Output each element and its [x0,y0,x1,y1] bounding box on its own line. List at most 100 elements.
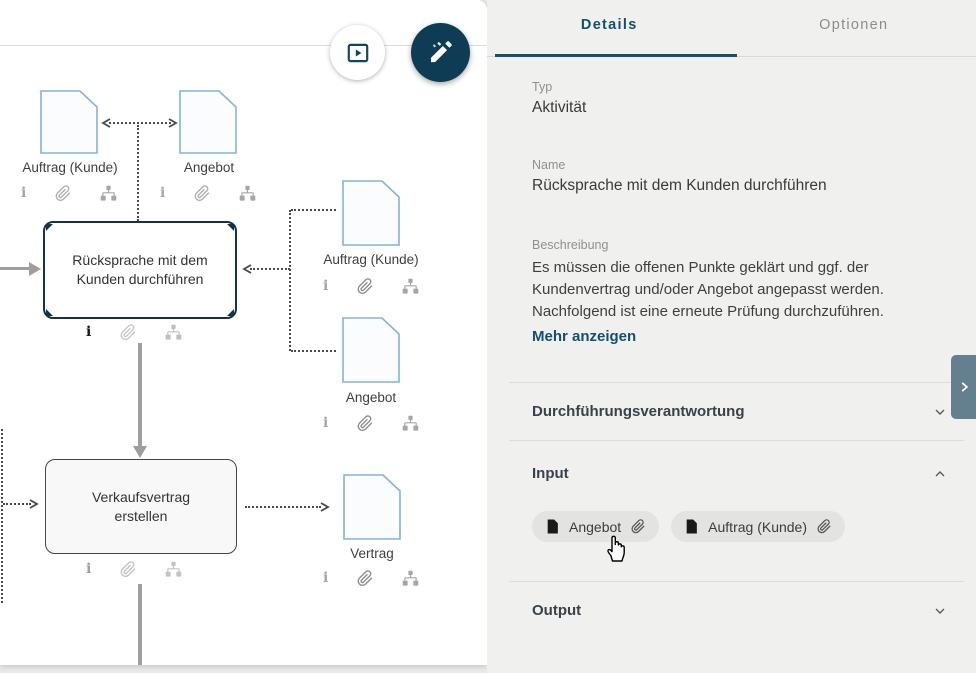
chip-angebot[interactable]: Angebot [532,511,660,542]
edit-mode-button[interactable] [411,23,470,82]
beschreibung-text: Es müssen die offenen Punkte geklärt und… [532,259,884,320]
activity-label-line: Rücksprache mit dem [72,252,208,268]
sitemap-icon[interactable] [402,570,419,587]
activity-verkaufsvertrag[interactable]: Verkaufsvertrag erstellen [45,459,237,554]
divider [509,581,964,582]
selection-mark [227,224,234,231]
divider [509,440,964,441]
sitemap-icon[interactable] [239,185,256,202]
paperclip-icon[interactable] [120,560,137,578]
paperclip-icon[interactable] [631,519,646,534]
association-line [250,268,290,270]
association-line [291,209,336,211]
association-line [245,506,321,508]
paperclip-icon[interactable] [55,184,72,202]
typ-label: Typ [532,80,553,94]
arrowhead-right-icon [29,499,39,509]
shape-action-icons: i [86,560,182,578]
association-line [289,210,291,351]
chevron-down-icon[interactable] [932,404,948,420]
chip-label: Angebot [569,518,622,535]
arrowhead-left-icon [242,264,252,274]
sitemap-icon[interactable] [165,324,182,341]
association-line [291,350,336,352]
doc-label: Auftrag (Kunde) [22,160,118,175]
file-icon [547,519,558,534]
beschreibung-label: Beschreibung [532,238,609,252]
doc-shape-vertrag[interactable] [343,474,401,540]
doc-shape-angebot-top[interactable] [179,90,237,154]
info-icon[interactable]: i [323,278,329,294]
panel-collapse-button[interactable] [951,355,976,419]
slideshow-icon [347,43,368,62]
canvas-topbar [0,0,487,46]
paperclip-icon[interactable] [357,569,374,587]
shape-action-icons: i [160,184,256,202]
paperclip-icon[interactable] [194,184,211,202]
chip-label: Auftrag (Kunde) [708,518,808,535]
info-icon[interactable]: i [160,185,166,201]
doc-label: Angebot [345,390,397,405]
sitemap-icon[interactable] [402,278,419,295]
file-icon [686,519,698,534]
divider [509,382,964,383]
present-mode-button[interactable] [330,25,385,80]
chevron-down-icon[interactable] [932,603,948,619]
activity-label-line: erstellen [114,507,168,524]
doc-label: Vertrag [350,546,394,561]
chevron-right-icon [961,382,968,392]
shape-action-icons: i [21,184,117,202]
arrowhead-right-icon [320,502,330,512]
shape-action-icons: i [323,569,419,587]
doc-label: Angebot [183,160,235,175]
name-value: Rücksprache mit dem Kunden durchführen [532,177,827,194]
info-icon[interactable]: i [323,415,329,431]
sitemap-icon[interactable] [165,561,182,578]
arrowhead-icon [133,446,147,458]
doc-shape-auftrag-kunde-right[interactable] [342,180,400,246]
show-more-link[interactable]: Mehr anzeigen [532,328,637,345]
arrowhead-right-icon [168,118,178,128]
doc-shape-auftrag-kunde-top[interactable] [40,90,98,154]
selection-mark [46,309,53,316]
info-icon[interactable]: i [323,570,329,586]
association-line [109,122,171,124]
association-line [137,125,139,221]
section-output[interactable]: Output [532,602,582,619]
section-input[interactable]: Input [532,465,569,482]
selection-mark [227,309,234,316]
name-label: Name [532,158,566,172]
section-durchfuehrungsverantwortung[interactable]: Durchführungsverantwortung [532,403,745,420]
diagram-canvas[interactable]: Auftrag (Kunde) Angebot i i Rücksprache … [0,0,487,665]
sequence-flow [138,584,142,665]
association-line [1,429,3,603]
chevron-up-icon[interactable] [932,466,948,482]
paperclip-icon[interactable] [817,519,832,534]
sitemap-icon[interactable] [402,415,419,432]
tab-details[interactable]: Details [580,17,638,33]
sequence-flow [138,343,142,446]
sitemap-icon[interactable] [100,185,117,202]
info-icon[interactable]: i [86,561,92,577]
tab-optionen[interactable]: Optionen [819,17,889,33]
paperclip-icon[interactable] [120,323,137,341]
association-line [3,503,31,505]
activity-label-line: Kunden durchführen [76,271,204,287]
activity-label-line: Verkaufsvertrag [91,488,191,505]
info-icon[interactable]: i [86,324,92,340]
sequence-flow [0,267,30,270]
doc-shape-angebot-right[interactable] [342,317,400,383]
activity-ruecksprache[interactable]: Rücksprache mit dem Kunden durchführen [43,221,237,319]
doc-label: Auftrag (Kunde) [323,252,419,267]
typ-value: Aktivität [532,99,587,116]
input-chip-list: Angebot Auftrag (Kunde) [532,511,846,542]
selection-mark [46,224,53,231]
active-tab-indicator [495,54,737,57]
details-panel: Details Optionen Typ Aktivität Name Rück… [487,0,976,673]
paperclip-icon[interactable] [357,277,374,295]
paperclip-icon[interactable] [357,414,374,432]
chip-auftrag-kunde[interactable]: Auftrag (Kunde) [671,511,846,542]
panel-tabbar: Details Optionen [487,0,976,57]
info-icon[interactable]: i [21,185,27,201]
shape-action-icons: i [86,323,182,341]
